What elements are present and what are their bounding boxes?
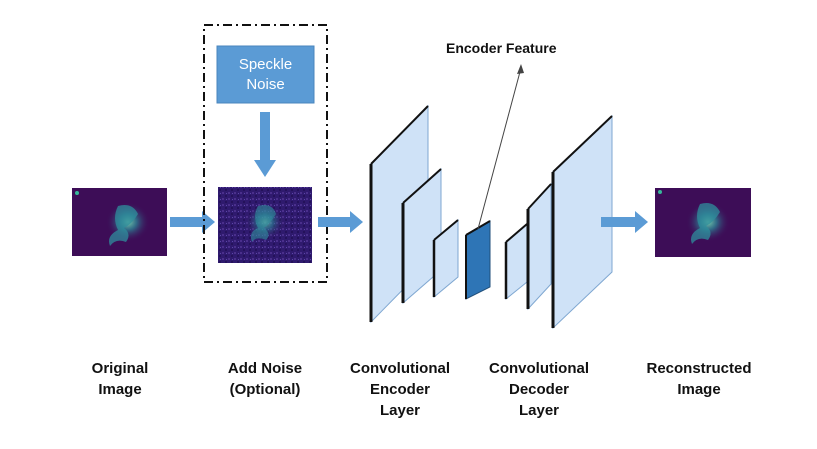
encoder-feature bbox=[465, 220, 491, 300]
speckle-noise-line1: Speckle bbox=[238, 55, 293, 73]
label-decoder-line3: Layer bbox=[518, 402, 560, 419]
label-decoder-line1: Convolutional bbox=[489, 360, 589, 377]
arrow-noise-down bbox=[254, 112, 276, 177]
label-encoder-line1: Convolutional bbox=[350, 360, 450, 377]
label-reconstructed-line1: Reconstructed bbox=[646, 360, 752, 377]
speckle-noise-label: Speckle Noise bbox=[217, 46, 314, 103]
label-add-noise-line1: Add Noise bbox=[227, 360, 303, 377]
decoder-layer-2 bbox=[527, 182, 552, 311]
label-encoder-layer: Convolutional Encoder Layer bbox=[335, 358, 465, 421]
label-reconstructed-line2: Image bbox=[677, 381, 721, 398]
reconstructed-image bbox=[655, 188, 751, 257]
label-decoder-layer: Convolutional Decoder Layer bbox=[474, 358, 604, 421]
speckle-noise-box bbox=[216, 45, 315, 104]
decoder-layer-1 bbox=[505, 222, 528, 301]
label-decoder-line2: Decoder bbox=[508, 381, 570, 398]
decoder-layers bbox=[504, 114, 613, 330]
speckle-noise-line2: Noise bbox=[246, 75, 285, 93]
label-add-noise: Add Noise (Optional) bbox=[205, 358, 325, 400]
label-encoder-line3: Layer bbox=[379, 402, 421, 419]
optional-noise-frame bbox=[203, 24, 328, 283]
label-reconstructed-image: Reconstructed Image bbox=[634, 358, 764, 400]
label-original-line2: Image bbox=[98, 381, 142, 398]
original-image bbox=[72, 188, 167, 256]
label-original-image: Original Image bbox=[70, 358, 170, 400]
arrow-noise-to-encoder bbox=[318, 211, 363, 233]
encoder-layers bbox=[369, 104, 459, 324]
arrow-decoder-to-output bbox=[601, 211, 648, 233]
label-add-noise-line2: (Optional) bbox=[229, 381, 301, 398]
noisy-image bbox=[218, 187, 312, 263]
arrow-original-to-noise bbox=[170, 211, 215, 233]
encoder-feature-label: Encoder Feature bbox=[446, 40, 557, 56]
label-original-line1: Original bbox=[91, 360, 149, 377]
label-encoder-line2: Encoder bbox=[369, 381, 430, 398]
encoder-feature-pointer bbox=[477, 64, 524, 230]
